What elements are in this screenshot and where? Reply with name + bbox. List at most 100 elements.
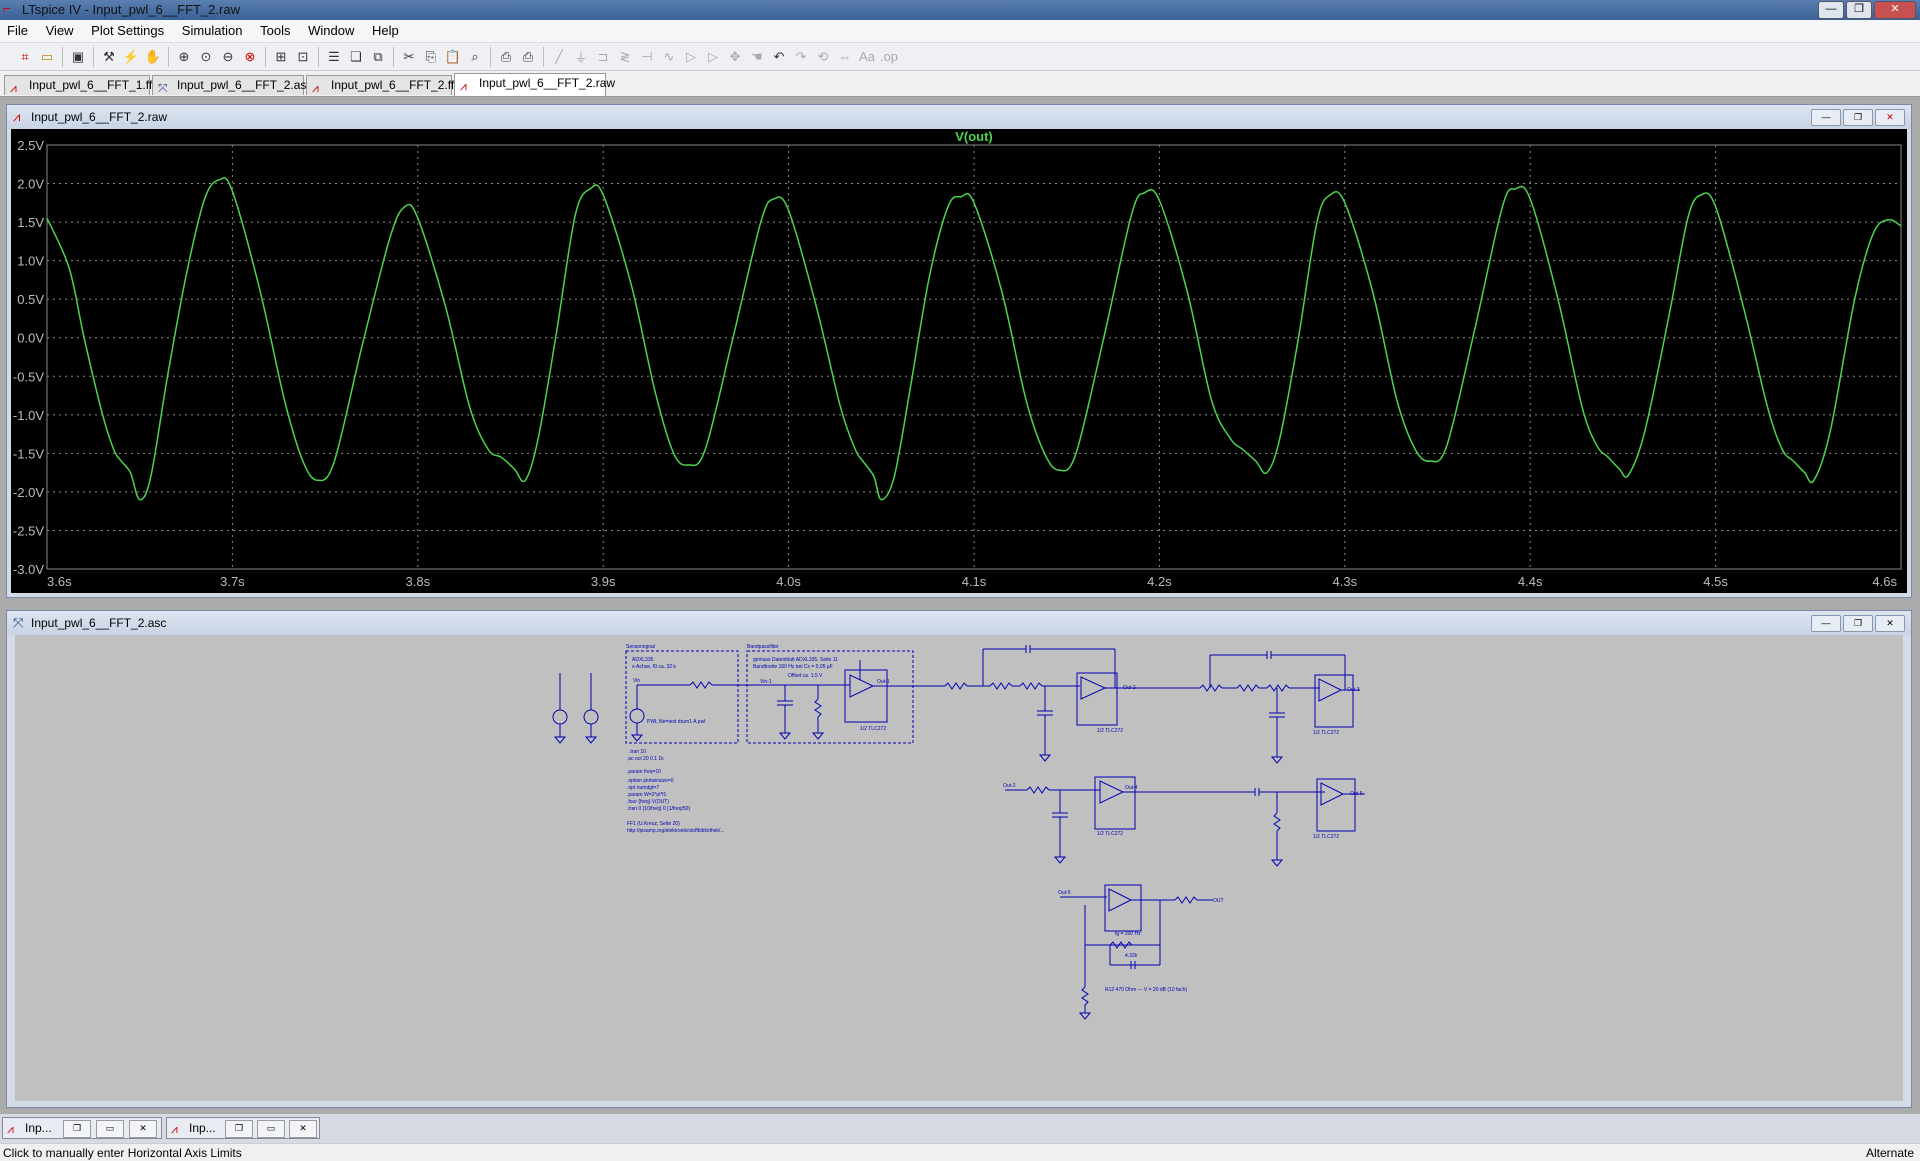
schematic-label: Out-5 [1058,890,1071,896]
autorange-icon[interactable]: ⊞ [275,48,287,64]
new-schematic-icon[interactable]: ⌗ [21,48,29,64]
drag-icon[interactable]: ☚ [751,48,763,64]
undo-icon[interactable]: ↶ [773,48,785,64]
open-folder-icon[interactable]: ▭ [40,48,54,64]
plot-window-titlebar[interactable]: ⩘ Input_pwl_6__FFT_2.raw — ❐ ✕ [7,105,1911,129]
menu-simulation[interactable]: Simulation [181,23,243,38]
inductor-icon[interactable]: ∿ [663,48,675,64]
schematic-label: Out-5 [1350,791,1363,797]
x-tick-label: 4.6s [1872,574,1897,589]
rotate-icon[interactable]: ⟲ [817,48,829,64]
restore-button[interactable]: ❐ [63,1120,91,1138]
resistor-icon[interactable]: ≷ [619,48,631,64]
y-tick-label: 0.5V [17,292,44,307]
schematic-label: 4.32k [1125,953,1138,959]
find-icon[interactable]: ⌕ [471,48,479,64]
control-panel-icon[interactable]: ⚒ [103,48,115,64]
schematic-label: 1/2 TLC272 [1313,730,1339,736]
maximize-button[interactable]: ▭ [257,1120,285,1138]
move-icon[interactable]: ✥ [729,48,741,64]
spice-directive: ;ac oct 20 0.1 1k [627,756,664,762]
spice-directive-icon[interactable]: .op [879,49,899,64]
plot-close-button[interactable]: ✕ [1875,109,1905,126]
menu-plot-settings[interactable]: Plot Settings [91,23,165,38]
trace-name-label: V(out) [955,129,993,144]
close-button[interactable]: ✕ [289,1120,317,1138]
schematic-label: R12 470 Ohm --- V = 20 dB (10 fach) [1105,987,1187,993]
minimized-window-2[interactable]: ⩘ Inp... ❐ ▭ ✕ [166,1117,320,1139]
print-preview-icon[interactable]: ⎙ [500,48,512,64]
restore-button[interactable]: ❐ [225,1120,253,1138]
capacitor-icon[interactable]: ⊣ [641,48,653,64]
maximize-button[interactable]: ❐ [1846,1,1872,19]
tab-raw[interactable]: ⩘ Input_pwl_6__FFT_2.raw [454,73,615,96]
close-button[interactable]: ✕ [129,1120,157,1138]
schematic-close-button[interactable]: ✕ [1875,615,1905,632]
ground-icon[interactable]: ⏚ [574,50,588,65]
x-tick-label: 4.2s [1147,574,1172,589]
tab-fft-1[interactable]: ⩘ Input_pwl_6__FFT_1.fft [4,75,156,95]
cascade-icon[interactable]: ❏ [350,48,362,64]
schematic-label: Out-4 [1125,785,1138,791]
waveform-icon: ⩘ [13,109,21,124]
redo-icon[interactable]: ↷ [795,48,807,64]
menu-help[interactable]: Help [371,23,399,38]
component-icon[interactable]: ▷ [708,48,718,64]
pan-hand-icon[interactable]: ✋ [144,48,162,64]
tab-asc[interactable]: ⤧ Input_pwl_6__FFT_2.asc [152,75,312,95]
zoom-area-icon[interactable]: ⊙ [200,48,212,64]
minimized-windows-bar: ⩘ Inp... ❐ ▭ ✕ ⩘ Inp... ❐ ▭ ✕ [0,1113,1920,1144]
plot-minimize-button[interactable]: — [1811,109,1841,126]
diode-icon[interactable]: ▷ [686,48,696,64]
schematic-window-titlebar[interactable]: ⤧ Input_pwl_6__FFT_2.asc — ❐ ✕ [7,611,1911,635]
save-icon[interactable]: ▣ [71,48,85,64]
spice-directive: .param freq=10 [627,769,661,775]
status-mode: Alternate [1865,1146,1914,1160]
y-tick-label: -1.5V [13,446,44,461]
x-tick-label: 3.9s [591,574,616,589]
spice-directive: .option plotwinsize=0 [627,778,674,784]
schematic-label: http://pisamp.org/elektronik/stoffbiblio… [627,828,724,834]
schematic-drawing[interactable]: Sensorsignal ADXL335 x-Achse, f0 ca. 32 … [15,635,1903,1103]
print-icon[interactable]: ⎙ [522,48,534,64]
zoom-out-icon[interactable]: ⊖ [222,48,234,64]
close-button[interactable]: ✕ [1874,1,1916,19]
zoom-fit-icon[interactable]: ⊗ [244,48,256,64]
label-net-icon[interactable]: ⊐ [597,48,609,64]
menu-window[interactable]: Window [308,23,355,38]
y-tick-label: 0.0V [17,331,44,346]
tile-horizontal-icon[interactable]: ☰ [328,48,340,64]
schematic-label: Out-3 [1347,687,1360,693]
copy-icon[interactable]: ⎘ [425,48,437,64]
y-tick-label: 1.5V [17,215,44,230]
paste-icon[interactable]: 📋 [444,48,462,64]
schematic-minimize-button[interactable]: — [1811,615,1841,632]
x-tick-label: 3.8s [406,574,431,589]
tile-vertical-icon[interactable]: ⧉ [373,48,383,64]
zoom-in-icon[interactable]: ⊕ [178,48,190,64]
wire-icon[interactable]: ╱ [555,48,563,64]
schematic-canvas[interactable]: Sensorsignal ADXL335 x-Achse, f0 ca. 32 … [15,635,1903,1101]
grid-icon[interactable]: ⊡ [297,48,309,64]
run-icon[interactable]: ⚡ [122,48,140,64]
schematic-restore-button[interactable]: ❐ [1843,615,1873,632]
text-icon[interactable]: Aa [859,49,875,64]
mirror-icon[interactable]: ⇔ [838,49,852,64]
minimize-button[interactable]: — [1818,1,1844,19]
schematic-window: ⤧ Input_pwl_6__FFT_2.asc — ❐ ✕ [6,610,1912,1108]
minimized-window-1[interactable]: ⩘ Inp... ❐ ▭ ✕ [2,1117,162,1139]
menu-tools[interactable]: Tools [260,23,291,38]
waveform-icon: ⩘ [312,81,319,95]
x-tick-label: 4.1s [962,574,987,589]
spice-directive: .four {freq} V(OUT) [627,799,669,805]
cut-icon[interactable]: ✂ [403,48,415,64]
maximize-button[interactable]: ▭ [96,1120,124,1138]
schematic-label: x-Achse, f0 ca. 32 k [632,664,676,670]
plot-restore-button[interactable]: ❐ [1843,109,1873,126]
menu-file[interactable]: File [7,23,28,38]
schematic-label: FF1 (U.Kreuz, Seite 20) [627,821,680,827]
tab-fft-2[interactable]: ⩘ Input_pwl_6__FFT_2.fft [306,75,458,95]
menu-view[interactable]: View [45,23,74,38]
